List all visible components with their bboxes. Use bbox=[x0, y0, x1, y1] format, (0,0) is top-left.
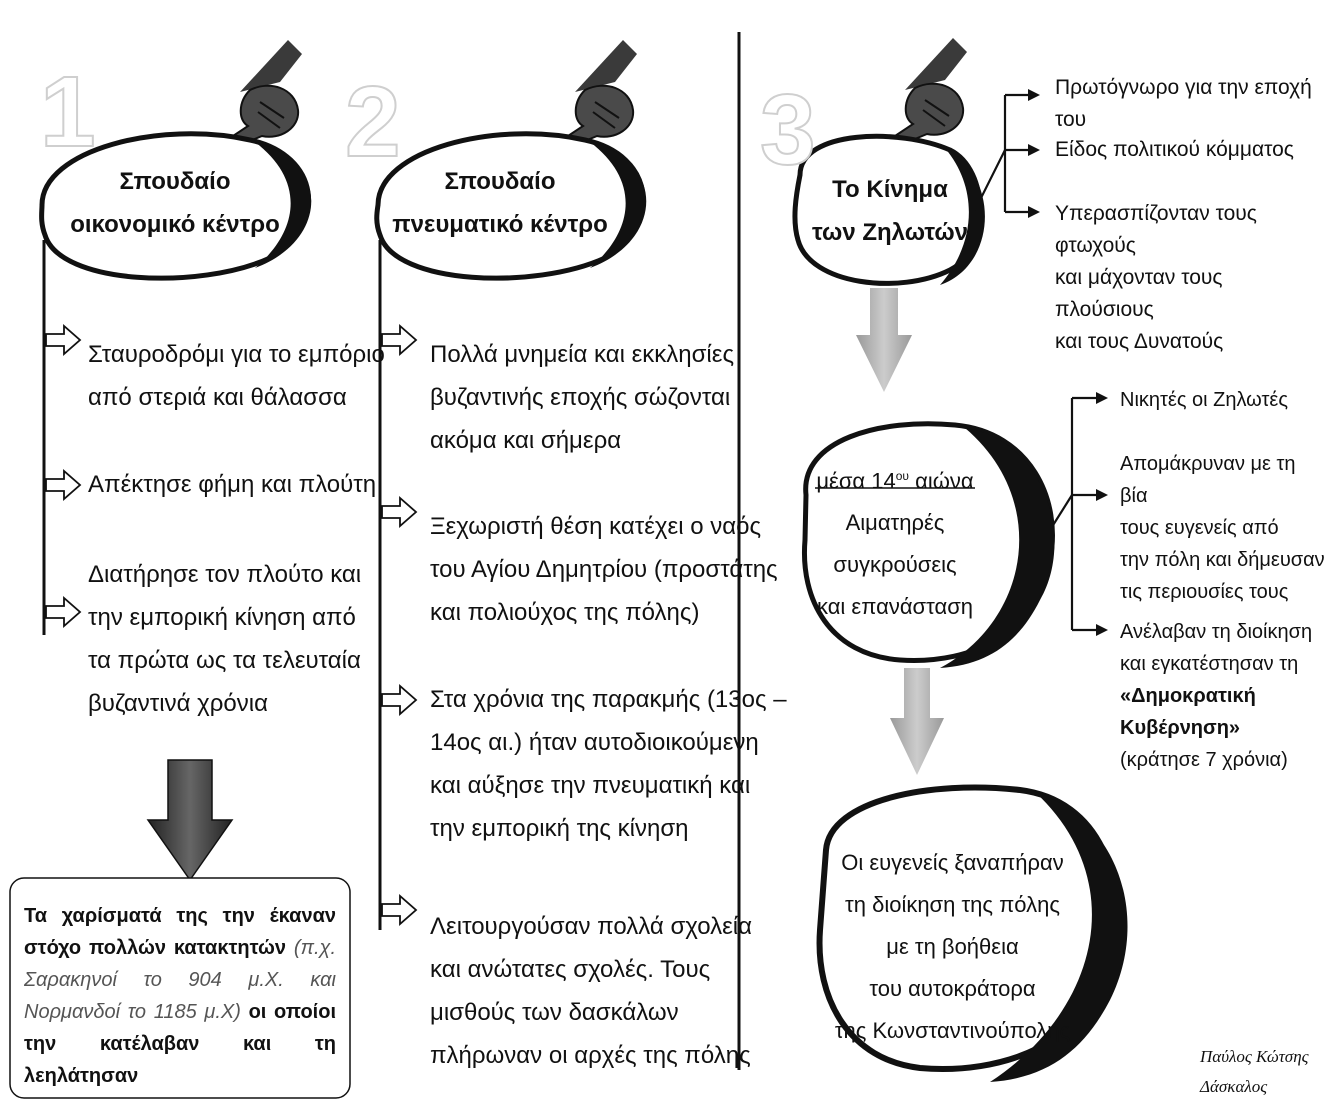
hollow-arrow-icon bbox=[381, 325, 417, 355]
column-2-item: Στα χρόνια της παρακμής (13ος –14ος αι.)… bbox=[430, 686, 787, 842]
branch-arrow-icon bbox=[1096, 624, 1108, 636]
pointing-hand-icon bbox=[220, 39, 303, 152]
hollow-arrow-icon bbox=[45, 597, 81, 627]
branch-text: Πρωτόγνωρο για την εποχή του bbox=[1055, 76, 1312, 131]
branch-arrow-icon bbox=[1028, 206, 1040, 218]
hollow-arrow-icon bbox=[45, 325, 81, 355]
branch-arrow-icon bbox=[1096, 392, 1108, 404]
step-number-2: 2 bbox=[344, 66, 402, 178]
hollow-arrow-icon bbox=[381, 497, 417, 527]
down-arrow-icon bbox=[146, 759, 234, 882]
branch-arrow-icon bbox=[1028, 144, 1040, 156]
middle-bubble-text: μέσα 14ου αιώνα Αιματηρές συγκρούσεις κα… bbox=[810, 455, 980, 628]
title-bubble-3 bbox=[792, 133, 985, 286]
branch-arrow-icon bbox=[1028, 89, 1040, 101]
down-arrow-icon bbox=[890, 668, 944, 775]
hollow-arrow-icon bbox=[381, 685, 417, 715]
middle-heading: μέσα 14ου αιώνα bbox=[816, 468, 974, 494]
title-bubble-2 bbox=[374, 131, 647, 281]
step-number-3: 3 bbox=[759, 74, 817, 186]
branch-text: Είδος πολιτικού κόμματος bbox=[1055, 138, 1294, 161]
step-number-1: 1 bbox=[39, 56, 97, 168]
branch-middle bbox=[1049, 396, 1098, 632]
branch-arrow-icon bbox=[1096, 489, 1108, 501]
hollow-arrow-icon bbox=[45, 470, 81, 500]
branch-top bbox=[974, 93, 1030, 214]
pointing-hand-icon bbox=[885, 37, 968, 150]
pointing-hand-icon bbox=[555, 39, 638, 152]
middle-bubble bbox=[801, 421, 1055, 668]
column-1-item: Απέκτησε φήμη και πλούτη bbox=[88, 471, 377, 498]
final-bubble bbox=[816, 784, 1128, 1082]
note-box bbox=[9, 877, 351, 1099]
branch-text: Νικητές οι Ζηλωτές bbox=[1120, 389, 1288, 411]
down-arrow-icon bbox=[856, 288, 912, 392]
hollow-arrow-icon bbox=[381, 895, 417, 925]
title-bubble-1 bbox=[39, 131, 312, 281]
note-text: Τα χαρίσματά της την έκαναν στόχο πολλών… bbox=[24, 905, 336, 1087]
